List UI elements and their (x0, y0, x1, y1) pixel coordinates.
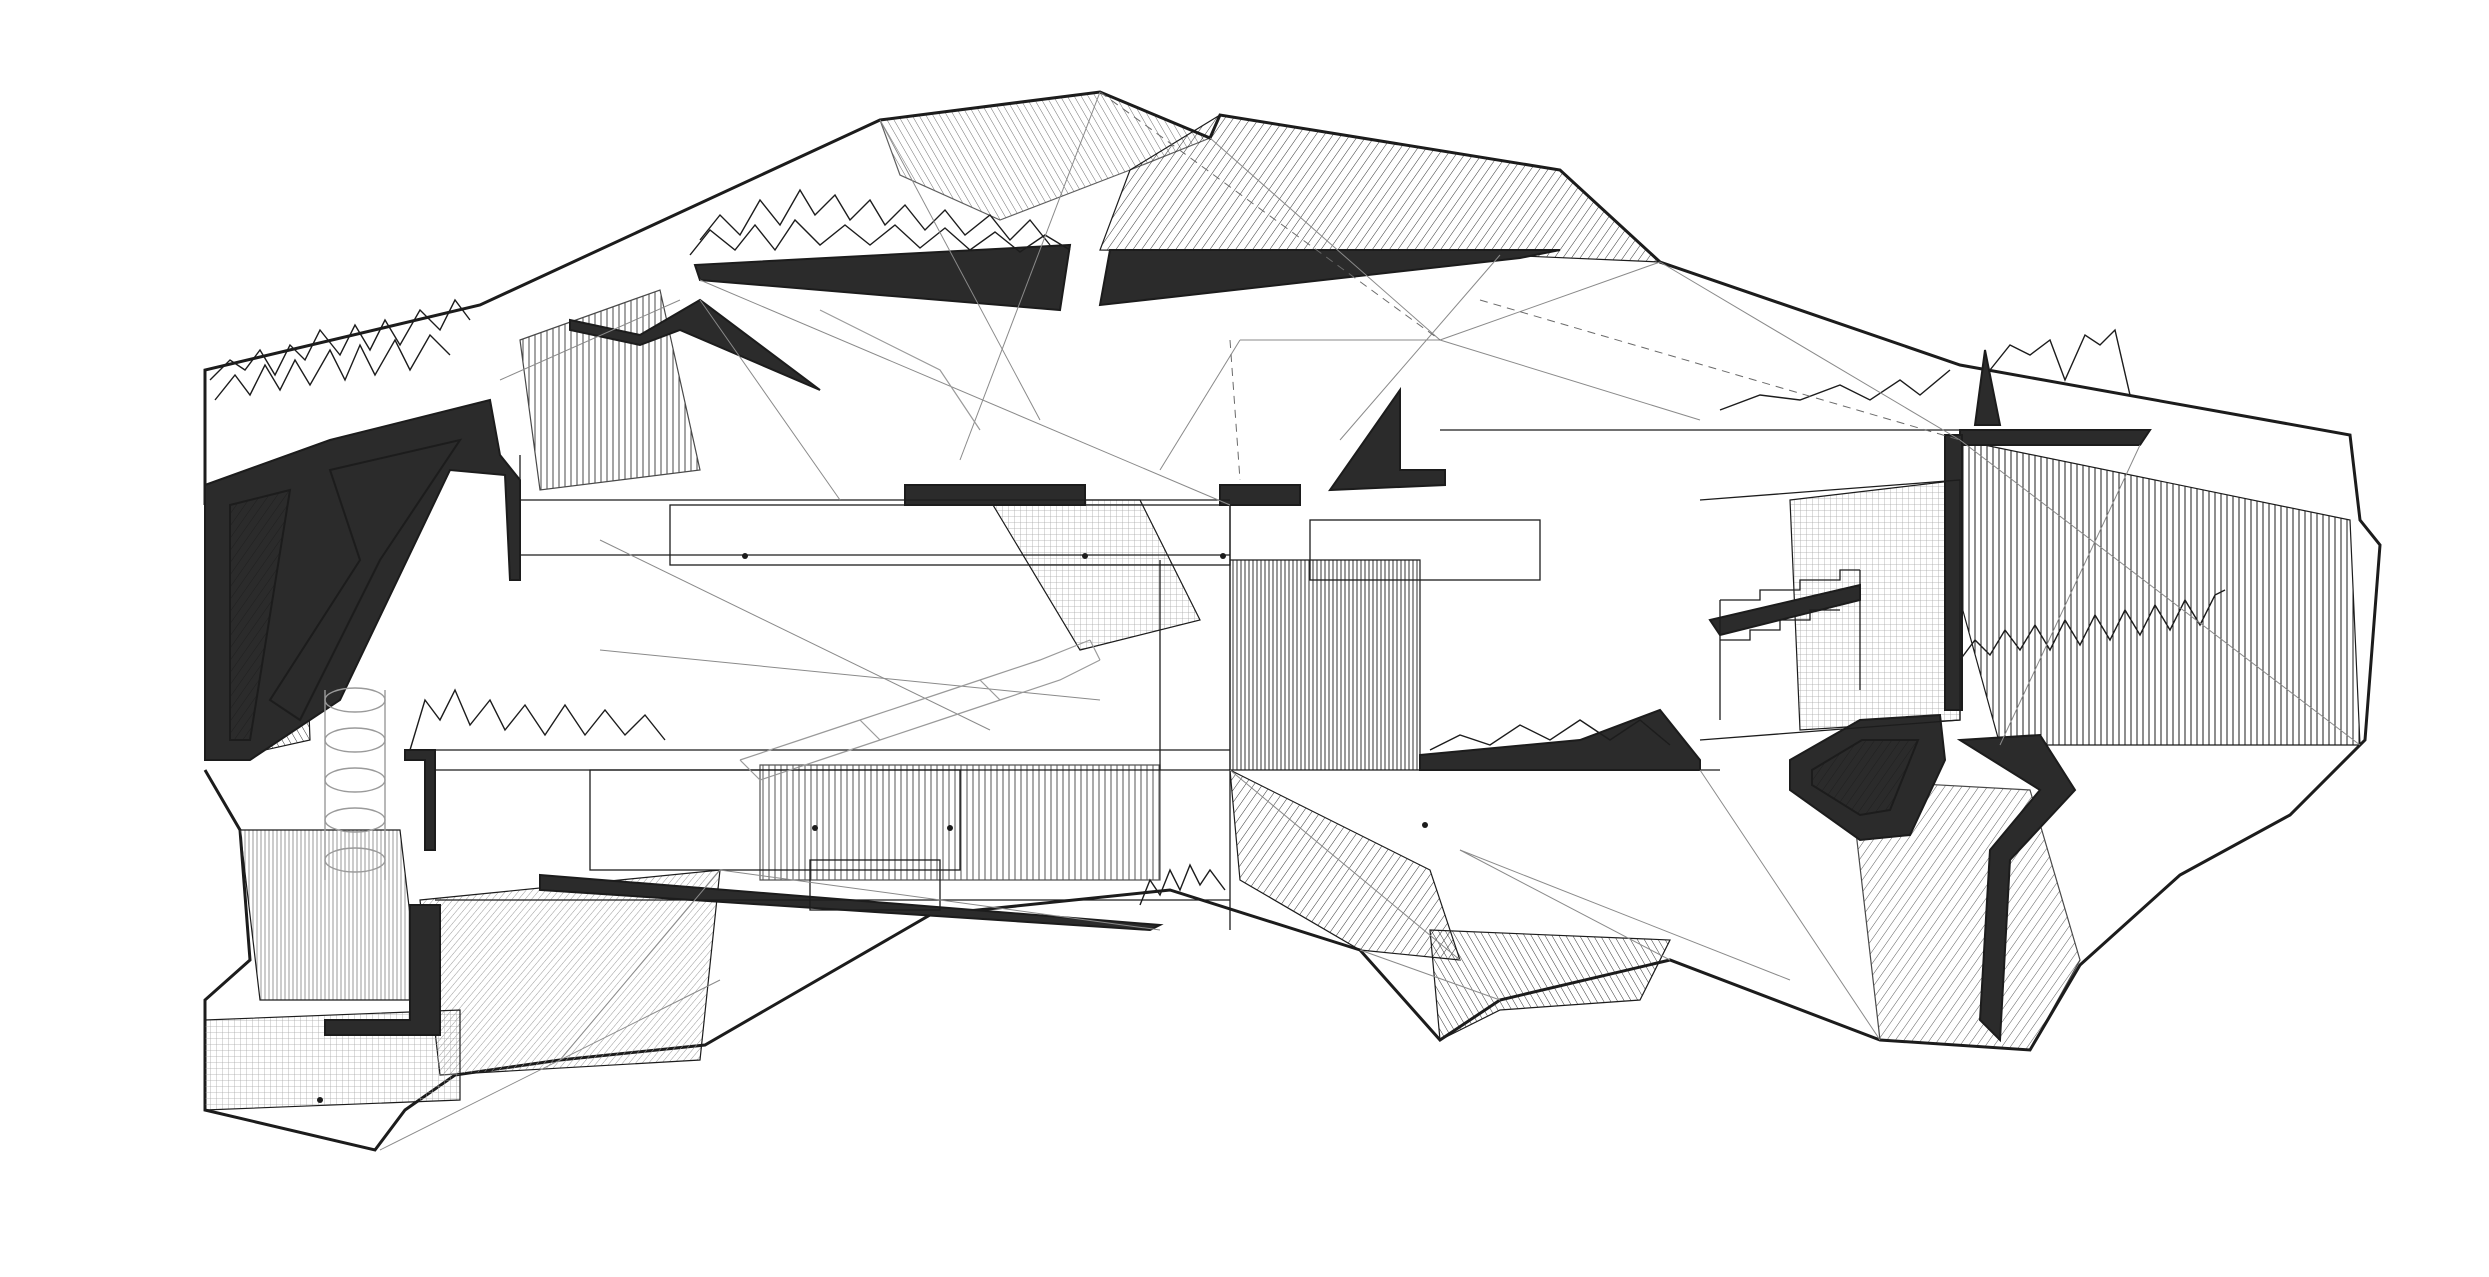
lower-diagonal-hatch (1429, 929, 1671, 1041)
triangle-cut (1328, 386, 1446, 492)
roof-profile-west-2 (214, 333, 451, 401)
hatched-planes (204, 91, 2361, 1111)
diagonal-stairs (739, 309, 1101, 781)
roof-profile-east (1719, 369, 1951, 411)
mid-floor-cut (1419, 708, 1701, 771)
floor-plates (435, 429, 1961, 930)
mid-profile-west (409, 688, 666, 751)
lower-west-grey-hatch (239, 829, 421, 1001)
central-vertical-hatch (1229, 559, 1421, 771)
east-lower-cut (1956, 733, 2077, 1043)
room-box-west (589, 769, 961, 871)
mid-profile-east (1429, 719, 1671, 751)
lower-west-cut (324, 904, 441, 1036)
west-post-cut (404, 749, 436, 851)
roof-profile-east-2 (1989, 328, 2131, 396)
chevron-cut-west (268, 438, 463, 722)
point-markers (317, 553, 1428, 1103)
stair-grid-upper (988, 499, 1201, 651)
room-box-east (1309, 519, 1541, 581)
floor-slab-mid (1219, 484, 1301, 506)
west-cut-upper (569, 298, 821, 391)
east-spikes (1959, 589, 2226, 661)
section-cuts-solid (204, 243, 2152, 1043)
east-roof-cut (1959, 429, 2152, 446)
spiral-stair (324, 687, 386, 880)
roof-profile-center-2 (689, 218, 1071, 256)
roof-profiles (209, 188, 2226, 906)
lower-spikes (1139, 863, 1226, 906)
dashed-guides (1099, 91, 1961, 481)
east-roof-peak (1973, 349, 2002, 426)
lower-west-grey-diagonal (419, 869, 721, 1076)
roof-cut-center (693, 243, 1072, 312)
east-loop-inner (1811, 739, 1920, 817)
roof-profile-center (699, 188, 1051, 246)
roof-profile-west (209, 298, 471, 381)
room-box-mid (809, 859, 941, 911)
floor-slab-west (904, 484, 1086, 506)
roof-cut-east (1098, 249, 1561, 307)
lower-blade-cut (539, 873, 1164, 932)
stair-east-upper (1720, 569, 1860, 601)
stair-east-lower (1720, 609, 1840, 641)
construction-lines (379, 91, 2361, 1151)
east-wall-cut (1944, 434, 1963, 711)
interior-wall-east (1699, 479, 1961, 741)
west-wall-inner-hatch (229, 488, 292, 741)
